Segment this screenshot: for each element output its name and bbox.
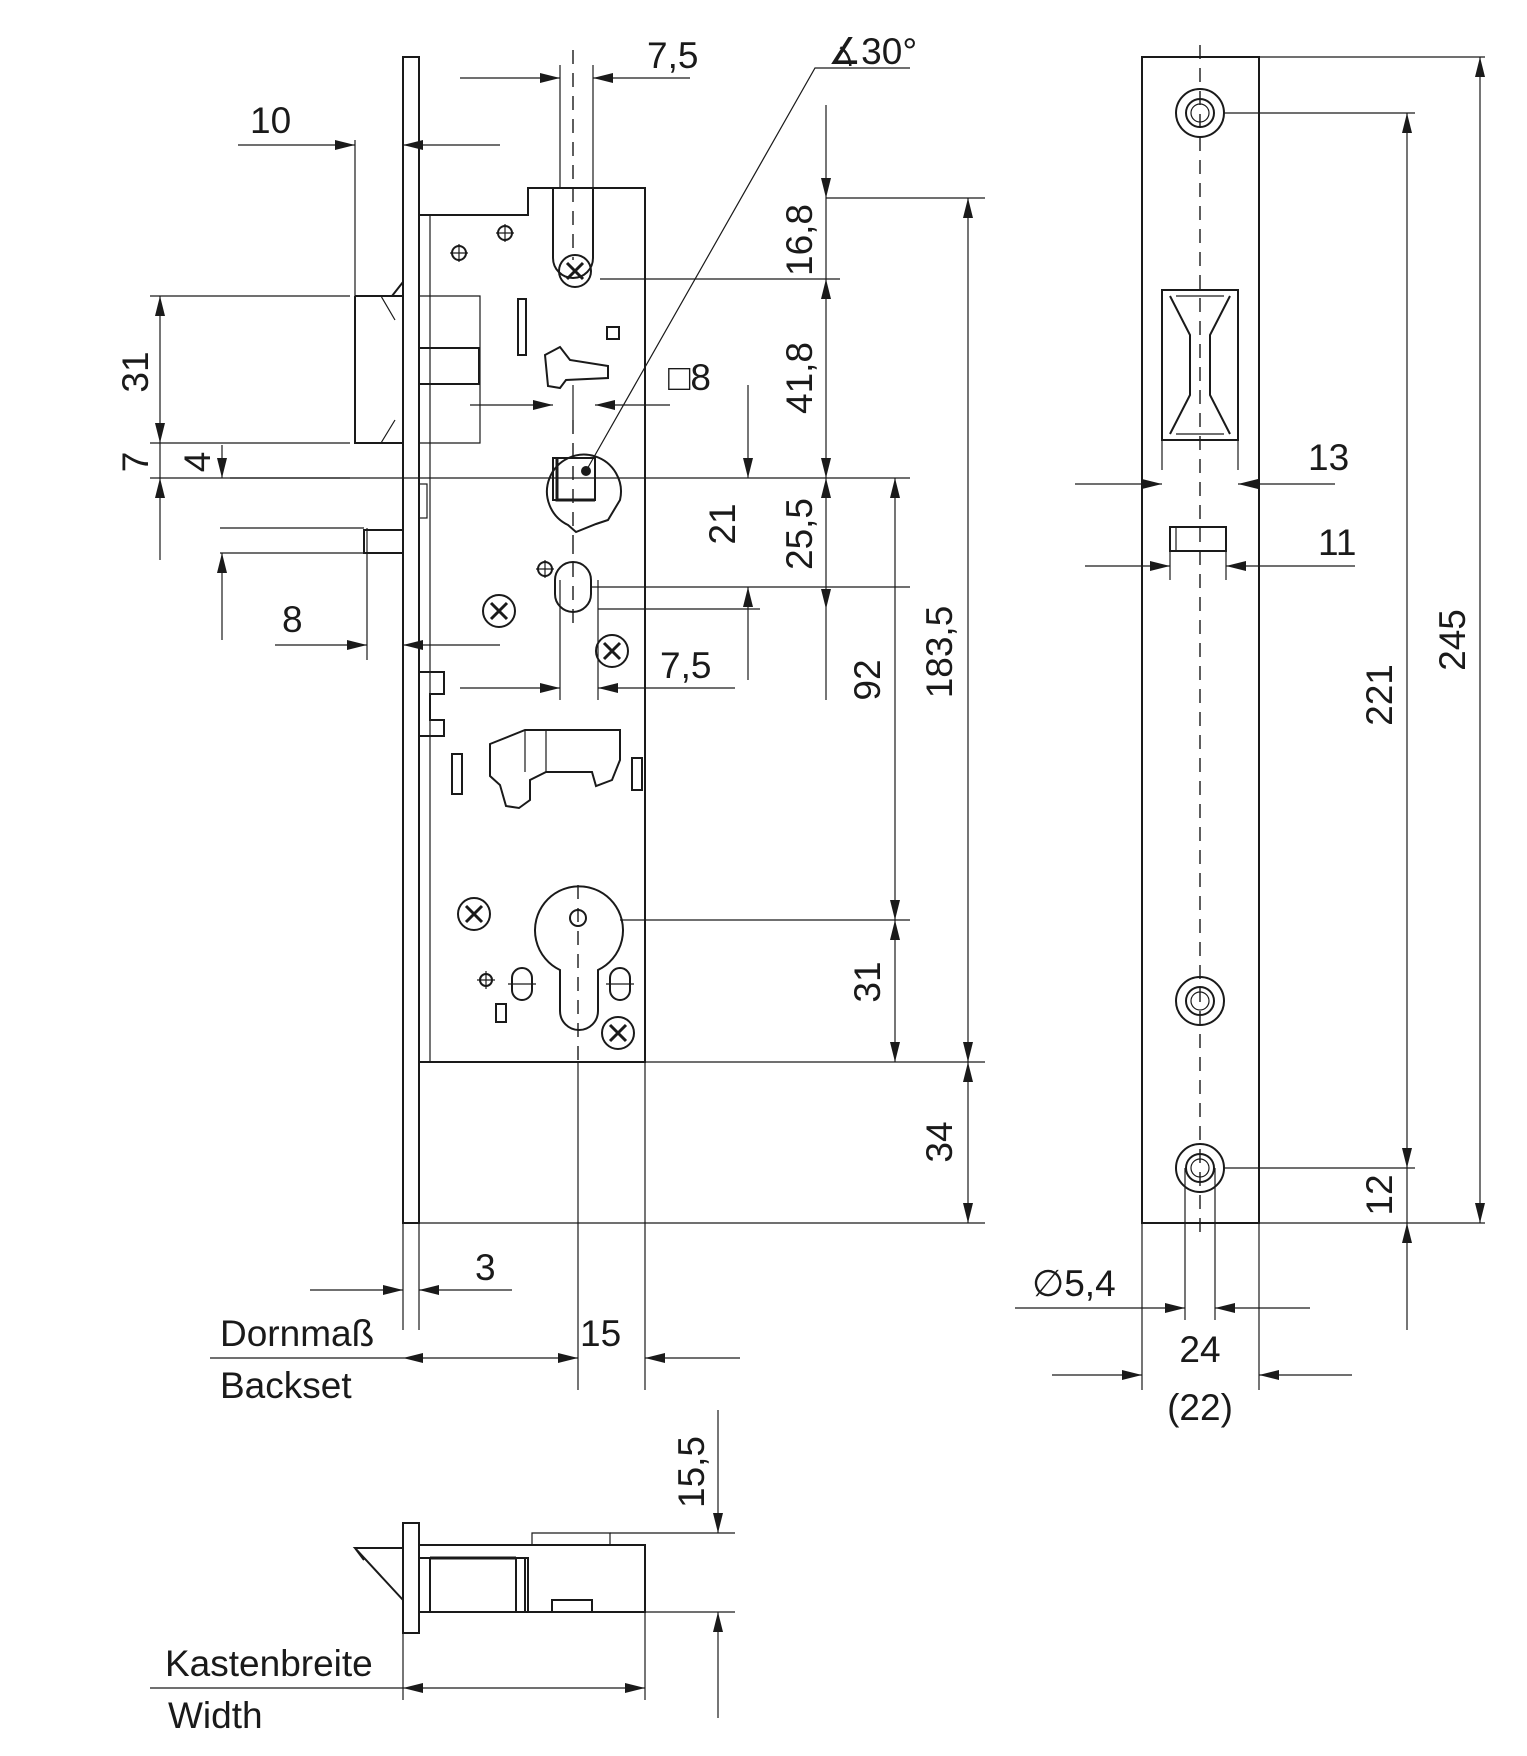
dim-faceplate-thickness: 3 <box>475 1247 496 1288</box>
front-faceplate <box>402 56 420 1224</box>
bottom-case-top <box>531 1532 611 1545</box>
dim-width: 24 <box>1179 1329 1220 1370</box>
dim-bolt-projection: 8 <box>282 599 303 640</box>
faceplate-view: 13 11 245 221 12 ∅5,4 24 (22) <box>1015 45 1485 1428</box>
latch-bolt <box>354 281 404 444</box>
bottom-faceplate <box>402 1522 420 1634</box>
dim-top-follower-offset: 7,5 <box>647 35 698 76</box>
latch-spring-block <box>418 347 480 385</box>
top-slot <box>552 188 594 279</box>
dim-7: 7 <box>115 452 156 473</box>
bottom-case-block <box>515 1557 529 1613</box>
dead-bolt <box>363 529 404 554</box>
dim-latch-projection: 10 <box>250 100 291 141</box>
case-width-label-en: Width <box>168 1695 263 1736</box>
square-label: □8 <box>668 357 711 398</box>
edge-slot <box>418 483 428 519</box>
cylinder-cutout <box>508 885 634 1031</box>
bolt-opening <box>1169 526 1227 552</box>
faceplate-extension-lines <box>1141 56 1485 1390</box>
bottom-dimension-lines <box>150 1410 723 1718</box>
dim-width-alt: (22) <box>1167 1387 1233 1428</box>
dim-lower-offset: 7,5 <box>660 645 711 686</box>
bottom-case-tab <box>551 1599 593 1613</box>
dim-hole-to-end: 12 <box>1359 1174 1400 1215</box>
backset-label-en: Backset <box>220 1365 352 1406</box>
case-width-label-de: Kastenbreite <box>165 1643 373 1684</box>
faceplate-hole-mid <box>1175 976 1225 1026</box>
dim-top-to-slot: 16,8 <box>779 204 820 276</box>
screw-1 <box>558 254 592 288</box>
catch-mechanism <box>451 729 643 810</box>
screw-3 <box>595 634 629 668</box>
dim-case-height: 183,5 <box>919 606 960 699</box>
pin-marks <box>450 224 620 1023</box>
bottom-case <box>419 1544 646 1613</box>
dim-slot-to-follower: 41,8 <box>779 342 820 414</box>
extension-lines <box>150 65 985 1390</box>
bottom-view: 15,5 Kastenbreite Width <box>150 1410 735 1736</box>
dim-overall-length: 245 <box>1432 609 1473 671</box>
dim-hole-diameter: ∅5,4 <box>1032 1263 1116 1304</box>
front-view: 7,5 ∡30° 10 31 7 4 8 □8 16,8 41,8 25,5 2… <box>115 31 985 1406</box>
bottom-case-inner <box>419 1557 526 1612</box>
edge-notch <box>419 671 445 737</box>
screw-5 <box>601 1016 635 1050</box>
dim-latch-height: 31 <box>115 351 156 392</box>
dim-hole-pitch: 221 <box>1359 664 1400 726</box>
faceplate-hole-bottom <box>1175 1143 1225 1193</box>
backset-label-de: Dornmaß <box>220 1313 374 1354</box>
screw-4 <box>457 897 491 931</box>
angle-label: ∡30° <box>828 31 917 72</box>
lock-case <box>419 187 646 1063</box>
dim-follower-to-cylinder: 92 <box>847 659 888 700</box>
bottom-latch <box>352 1547 404 1603</box>
dimension-lines <box>155 67 973 1363</box>
dim-15-5: 15,5 <box>671 1436 712 1508</box>
dim-bottom-overhang: 34 <box>919 1121 960 1162</box>
latch-opening <box>1161 289 1239 441</box>
dim-4: 4 <box>177 452 218 473</box>
dim-21: 21 <box>702 503 743 544</box>
dim-slot-13: 13 <box>1308 437 1349 478</box>
dim-follower-to-hole: 25,5 <box>779 498 820 570</box>
faceplate-dimension-lines <box>1015 57 1485 1380</box>
follower-lever <box>543 345 609 390</box>
screw-2 <box>482 594 516 628</box>
dim-slot-11: 11 <box>1318 522 1356 563</box>
dim-15: 15 <box>580 1313 621 1354</box>
follower-hub <box>545 453 622 534</box>
dim-cylinder-to-bottom: 31 <box>847 961 888 1002</box>
